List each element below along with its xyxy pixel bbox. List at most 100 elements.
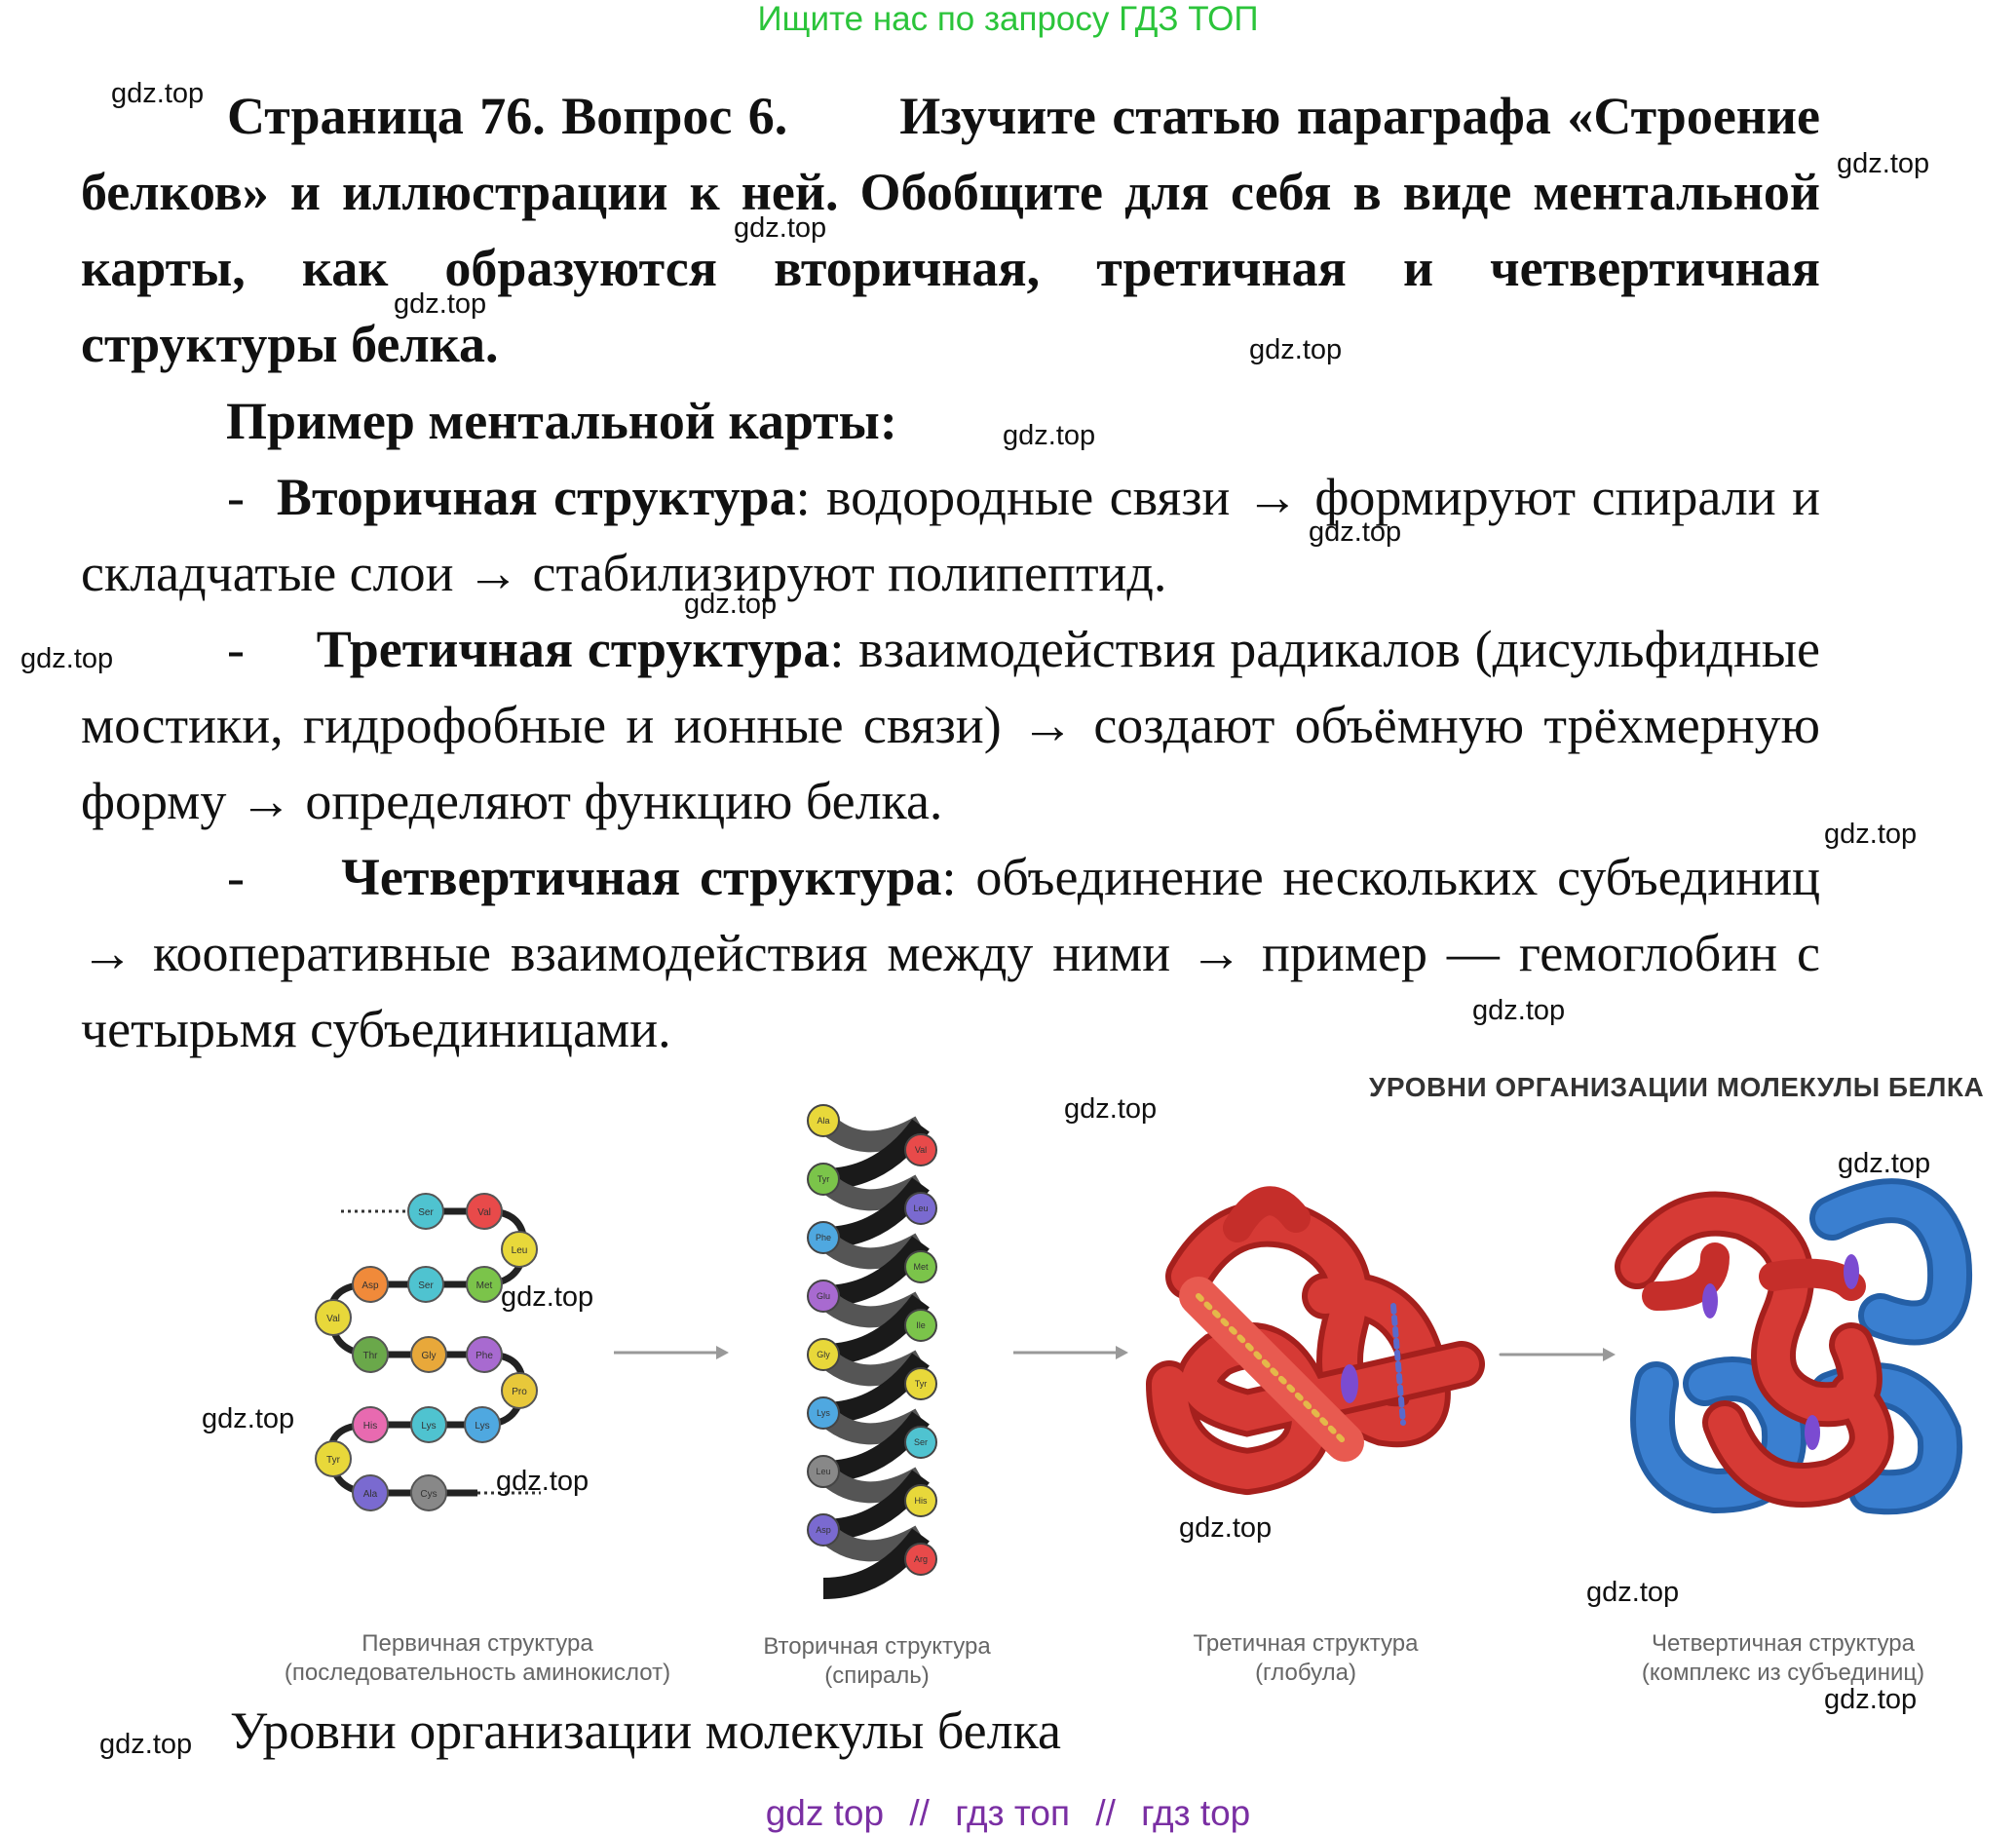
amino-acid-bead	[352, 1336, 389, 1373]
helix-bead-label: Phe	[816, 1233, 831, 1242]
amino-acid-bead	[410, 1406, 447, 1443]
helix-bead-label: Ile	[916, 1320, 926, 1330]
tertiary-structure-illustration	[1146, 1186, 1616, 1496]
helix-bead-label: Arg	[914, 1554, 928, 1564]
top-banner[interactable]: Ищите нас по запросу ГДЗ ТОП	[757, 0, 1259, 38]
watermark: gdz.top	[1838, 1148, 1931, 1179]
link-gdz-top-mixed[interactable]: гдз top	[1141, 1793, 1251, 1833]
helix-bead	[904, 1426, 937, 1459]
watermark: gdz.top	[202, 1403, 295, 1434]
watermark: gdz.top	[496, 1466, 590, 1497]
question-block: Страница 76. Вопрос 6. Изучите статью па…	[81, 78, 1820, 382]
amino-acid-label: Gly	[422, 1351, 437, 1361]
amino-acid-bead	[352, 1266, 389, 1303]
watermark: gdz.top	[1179, 1512, 1273, 1544]
helix-bead	[807, 1455, 840, 1488]
question-label: Страница 76. Вопрос 6.	[227, 87, 788, 145]
amino-acid-bead	[501, 1231, 538, 1268]
amino-acid-bead	[407, 1266, 444, 1303]
caption-primary: Первичная структура (последовательность …	[284, 1630, 671, 1686]
amino-acid-label: Ser	[418, 1280, 434, 1291]
item-text: : взаимодействия радикалов (дисульфидные…	[81, 620, 1821, 830]
watermark: gdz.top	[1309, 516, 1402, 548]
amino-acid-label: Lys	[421, 1421, 436, 1432]
amino-acid-bead	[410, 1336, 447, 1373]
helix-bead	[904, 1133, 937, 1166]
link-gdz-top[interactable]: gdz top	[765, 1793, 885, 1833]
amino-acid-label: Asp	[361, 1280, 379, 1291]
link-separator: //	[1095, 1793, 1116, 1833]
amino-acid-label: Val	[477, 1207, 491, 1218]
watermark: gdz.top	[20, 643, 114, 674]
helix-bead	[904, 1192, 937, 1225]
helix-bead	[807, 1513, 840, 1547]
watermark: gdz.top	[99, 1729, 193, 1760]
caption-quaternary: Четвертичная структура (комплекс из субъ…	[1641, 1630, 1925, 1686]
helix-bead-label: Leu	[913, 1204, 928, 1213]
helix-bead-label: Met	[913, 1262, 929, 1272]
helix-bead-label: Lys	[817, 1408, 830, 1418]
helix-bead-label: Ala	[817, 1116, 829, 1126]
item-term: Вторичная структура	[276, 468, 796, 526]
bottom-links: gdz top // гдз топ // гдз top	[0, 1793, 2016, 1834]
helix-bead-label: Tyr	[818, 1174, 830, 1184]
helix-bead	[904, 1367, 937, 1400]
link-gdz-top-ru[interactable]: гдз топ	[955, 1793, 1071, 1833]
amino-acid-label: Met	[476, 1280, 493, 1291]
item-secondary: - Вторичная структура: водородные связи …	[81, 459, 1820, 611]
amino-acid-label: His	[363, 1421, 377, 1432]
helix-bead-label: Tyr	[915, 1379, 928, 1389]
watermark: gdz.top	[1824, 1684, 1918, 1715]
helix-bead-label: Asp	[816, 1525, 831, 1535]
item-text: : водородные связи → формируют спирали и…	[81, 468, 1820, 602]
helix-bead	[904, 1250, 937, 1283]
item-dash: -	[227, 620, 245, 678]
item-tertiary: - Третичная структура: взаимодействия ра…	[81, 611, 1820, 839]
amino-acid-bead	[501, 1372, 538, 1409]
caption-tertiary: Третичная структура (глобула)	[1193, 1630, 1419, 1686]
amino-acid-bead	[315, 1299, 352, 1336]
watermark: gdz.top	[1586, 1577, 1680, 1608]
watermark: gdz.top	[394, 288, 487, 320]
helix-bead-label: Glu	[817, 1291, 830, 1301]
watermark: gdz.top	[1472, 995, 1566, 1026]
amino-acid-label: Val	[326, 1314, 340, 1324]
link-separator: //	[909, 1793, 930, 1833]
amino-acid-label: Ala	[363, 1489, 378, 1500]
example-heading: Пример ментальной карты:	[226, 392, 897, 450]
watermark: gdz.top	[1824, 819, 1918, 850]
amino-acid-label: Tyr	[326, 1455, 341, 1466]
question-text: Изучите статью параграфа «Строение белко…	[81, 87, 1821, 373]
figure-title: УРОВНИ ОРГАНИЗАЦИИ МОЛЕКУЛЫ БЕЛКА	[1369, 1072, 1985, 1102]
item-dash: -	[227, 848, 245, 906]
amino-acid-label: Thr	[363, 1351, 379, 1361]
helix-bead-label: Val	[915, 1145, 927, 1155]
helix-bead-label: Ser	[914, 1437, 928, 1447]
amino-acid-bead	[466, 1266, 503, 1303]
item-term: Четвертичная структура	[341, 848, 942, 906]
helix-bead	[904, 1484, 937, 1517]
watermark: gdz.top	[1249, 334, 1343, 365]
amino-acid-label: Phe	[475, 1351, 493, 1361]
item-quaternary: - Четвертичная структура: объединение не…	[81, 839, 1820, 1067]
watermark: gdz.top	[1064, 1093, 1158, 1125]
item-text: : объединение нескольких субъединиц → ко…	[81, 848, 1820, 1058]
amino-acid-bead	[315, 1440, 352, 1477]
helix-bead	[807, 1163, 840, 1196]
amino-acid-label: Pro	[512, 1387, 527, 1397]
amino-acid-bead	[352, 1474, 389, 1511]
watermark: gdz.top	[111, 78, 205, 109]
helix-bead	[807, 1104, 840, 1137]
helix-bead-label: Leu	[816, 1467, 830, 1476]
arrow-head	[1603, 1348, 1616, 1361]
watermark: gdz.top	[684, 589, 778, 620]
helix-bead-label: Gly	[817, 1350, 830, 1359]
helix-bead	[904, 1543, 937, 1576]
secondary-structure-illustration: AlaValTyrLeuPheMetGluIleGlyTyrLysSerLeuH…	[807, 1104, 1128, 1599]
caption-secondary: Вторичная структура (спираль)	[763, 1633, 991, 1689]
helix-bead	[807, 1221, 840, 1254]
helix-bead	[904, 1309, 937, 1342]
item-dash: -	[227, 468, 245, 526]
